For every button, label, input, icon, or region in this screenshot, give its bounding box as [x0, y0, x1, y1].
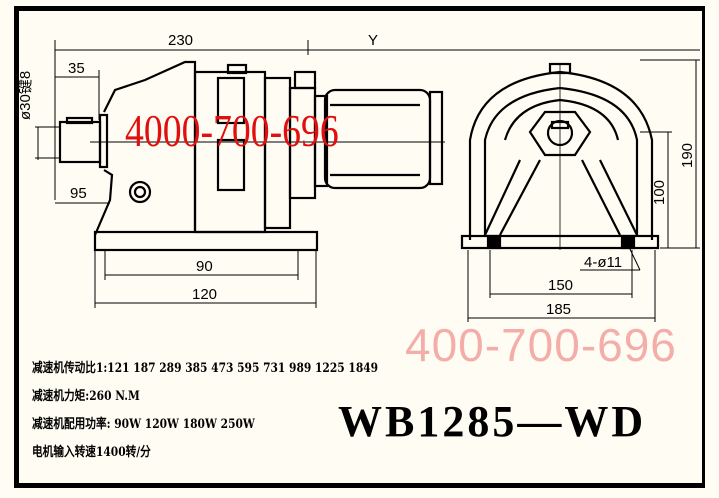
dim-center-height: 100: [651, 180, 668, 205]
dim-base-outer: 185: [546, 301, 571, 318]
dim-holes: 4-ø11: [584, 254, 622, 271]
dim-base-inner: 150: [548, 277, 573, 294]
side-view: [58, 60, 445, 252]
drawing-frame: [14, 6, 705, 488]
dim-foot-inner: 90: [196, 258, 213, 275]
dim-shaft-to-foot: 95: [70, 185, 87, 202]
dim-shaft-dia: ø30键8: [17, 71, 34, 120]
dimension-lines: [35, 40, 700, 322]
model-number: WB1285—WD: [338, 397, 647, 446]
dim-overall-length: 230: [168, 32, 193, 49]
dim-height: 190: [679, 143, 696, 168]
dim-foot-outer: 120: [192, 286, 217, 303]
end-view: [460, 62, 660, 250]
dim-motor-length: Y: [368, 32, 378, 49]
spec-torque: 减速机力矩:260 N.M: [32, 389, 140, 404]
spec-ratio: 减速机传动比1:121 187 289 385 473 595 731 989 …: [32, 361, 379, 376]
dim-shaft-length: 35: [68, 60, 85, 77]
watermark-phone-secondary: 400-700-696: [405, 319, 677, 371]
spec-input-speed: 电机输入转速1400转/分: [32, 445, 151, 460]
spec-power: 减速机配用功率: 90W 120W 180W 250W: [32, 417, 255, 432]
watermark-phone-main: 4000-700-696: [125, 105, 339, 156]
